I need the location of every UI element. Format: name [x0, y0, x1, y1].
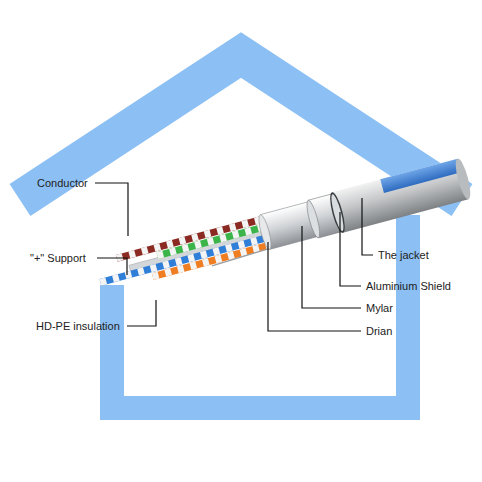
jacket-inner: [329, 193, 346, 232]
part-label: Aluminium Shield: [366, 279, 451, 293]
cable: [93, 157, 473, 296]
cable-jacket: [332, 159, 468, 233]
leader-line: [127, 300, 156, 326]
part-label: Mylar: [366, 301, 393, 315]
leader-line: [95, 183, 128, 236]
orange-pair-white: [153, 245, 271, 277]
part-label: The jacket: [378, 248, 429, 262]
leader-line: [362, 198, 373, 255]
leader-line: [302, 226, 361, 308]
leader-line: [97, 258, 127, 275]
jacket-stripe: [380, 159, 461, 193]
drain-wire: [211, 248, 271, 266]
shield-end: [304, 199, 322, 239]
leader-line: [268, 242, 361, 331]
leader-line: [340, 212, 361, 286]
blue-pair-white: [100, 237, 268, 282]
part-label: Drian: [366, 324, 392, 338]
jacket-cut-end: [327, 191, 348, 234]
part-label: Conductor: [37, 176, 88, 190]
part-label: HD-PE insulation: [36, 319, 120, 333]
part-label: "+" Support: [30, 251, 86, 265]
blue-pair: [100, 237, 268, 282]
leader-lines: [95, 183, 373, 331]
house-walls: [112, 215, 408, 408]
mylar-end: [256, 214, 273, 251]
jacket-far-end: [453, 157, 474, 200]
orange-pair: [153, 245, 271, 277]
house-roof: [20, 55, 462, 200]
